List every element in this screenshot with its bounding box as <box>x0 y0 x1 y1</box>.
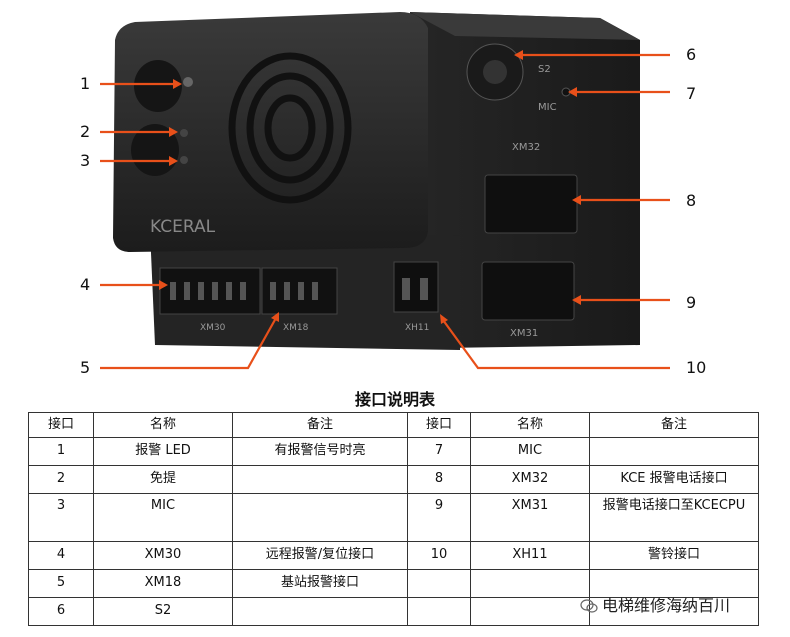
xh11-connector <box>393 261 439 313</box>
table-cell: MIC <box>470 437 590 466</box>
button-bottom <box>131 124 179 176</box>
xm30-label: XM30 <box>200 323 226 333</box>
table-header-row: 接口 名称 备注 接口 名称 备注 <box>28 412 759 438</box>
table-cell <box>232 465 408 494</box>
speaker-grille <box>228 52 352 204</box>
callout-arrows <box>100 50 670 370</box>
callout-6: 6 <box>686 45 697 64</box>
table-cell: 1 <box>28 437 94 466</box>
table-cell: 5 <box>28 569 94 598</box>
table-cell: XM30 <box>93 541 233 570</box>
callout-2: 2 <box>80 122 91 141</box>
table-cell <box>232 597 408 626</box>
mic-label: MIC <box>538 102 557 113</box>
table-cell: 警铃接口 <box>589 541 759 570</box>
callout-7: 7 <box>686 84 697 103</box>
interface-table: 接口 名称 备注 接口 名称 备注 1 报警 LED 有报警信号时亮 7 MIC… <box>28 412 759 626</box>
table-row: 3 MIC 9 XM31 报警电话接口至KCECPU <box>28 493 759 542</box>
table-cell: 报警电话接口至KCECPU <box>589 493 759 542</box>
table-cell: 4 <box>28 541 94 570</box>
table-cell: MIC <box>93 493 233 542</box>
xh11-label: XH11 <box>405 323 429 333</box>
table-cell <box>470 569 590 598</box>
table-cell: 9 <box>407 493 471 542</box>
table-row: 2 免提 8 XM32 KCE 报警电话接口 <box>28 465 759 494</box>
device-photo: KCERAL S2 MIC XM32 XM31 XH11 XM30 XM18 <box>80 12 707 377</box>
table-cell <box>407 597 471 626</box>
header-cell: 备注 <box>232 412 408 438</box>
xm32-label: XM32 <box>512 142 540 153</box>
table-cell: S2 <box>93 597 233 626</box>
table-row: 1 报警 LED 有报警信号时亮 7 MIC <box>28 437 759 466</box>
callout-5: 5 <box>80 358 91 377</box>
switch-label: S2 <box>538 64 551 75</box>
header-cell: 名称 <box>470 412 590 438</box>
callout-9: 9 <box>686 293 697 312</box>
callout-10: 10 <box>686 358 707 377</box>
table-row: 4 XM30 远程报警/复位接口 10 XH11 警铃接口 <box>28 541 759 570</box>
connector-pins <box>170 278 428 300</box>
alarm-led <box>183 77 193 87</box>
watermark-text: 电梯维修海纳百川 <box>602 596 731 615</box>
header-cell: 名称 <box>93 412 233 438</box>
table-title: 接口说明表 <box>354 390 435 409</box>
xm31-label: XM31 <box>510 328 538 339</box>
table-cell: XM18 <box>93 569 233 598</box>
table-cell: 7 <box>407 437 471 466</box>
table-cell <box>407 569 471 598</box>
table-cell: 报警 LED <box>93 437 233 466</box>
rotary-knob <box>483 60 507 84</box>
table-cell: 基站报警接口 <box>232 569 408 598</box>
wechat-icon <box>580 599 598 613</box>
table-cell: XM31 <box>470 493 590 542</box>
watermark: 电梯维修海纳百川 <box>580 592 730 616</box>
callout-3: 3 <box>80 151 91 170</box>
table-cell: 2 <box>28 465 94 494</box>
table-cell: XH11 <box>470 541 590 570</box>
header-cell: 接口 <box>407 412 471 438</box>
handsfree-led <box>180 129 188 137</box>
table-cell <box>232 493 408 542</box>
table-cell: 免提 <box>93 465 233 494</box>
xm32-connector <box>484 174 578 234</box>
table-cell <box>470 597 590 626</box>
module-right-top <box>410 12 640 40</box>
header-cell: 接口 <box>28 412 94 438</box>
table-cell: 8 <box>407 465 471 494</box>
xm31-connector <box>481 261 575 321</box>
header-cell: 备注 <box>589 412 759 438</box>
table-cell: 3 <box>28 493 94 542</box>
table-cell <box>589 437 759 466</box>
table-cell: 有报警信号时亮 <box>232 437 408 466</box>
brand-text: KCERAL <box>150 217 216 237</box>
callout-8: 8 <box>686 191 697 210</box>
xm18-label: XM18 <box>283 323 309 333</box>
device-illustration: KCERAL S2 MIC XM32 XM31 XH11 XM30 XM18 <box>100 12 670 370</box>
button-top <box>134 60 182 112</box>
table-cell: KCE 报警电话接口 <box>589 465 759 494</box>
table-cell: 远程报警/复位接口 <box>232 541 408 570</box>
table-row: 5 XM18 基站报警接口 <box>28 569 759 598</box>
callout-1: 1 <box>80 74 91 93</box>
table-cell: 6 <box>28 597 94 626</box>
table-cell: 10 <box>407 541 471 570</box>
mic-hole-left <box>180 156 188 164</box>
table-cell: XM32 <box>470 465 590 494</box>
table-row: 6 S2 <box>28 597 759 626</box>
callout-4: 4 <box>80 275 91 294</box>
